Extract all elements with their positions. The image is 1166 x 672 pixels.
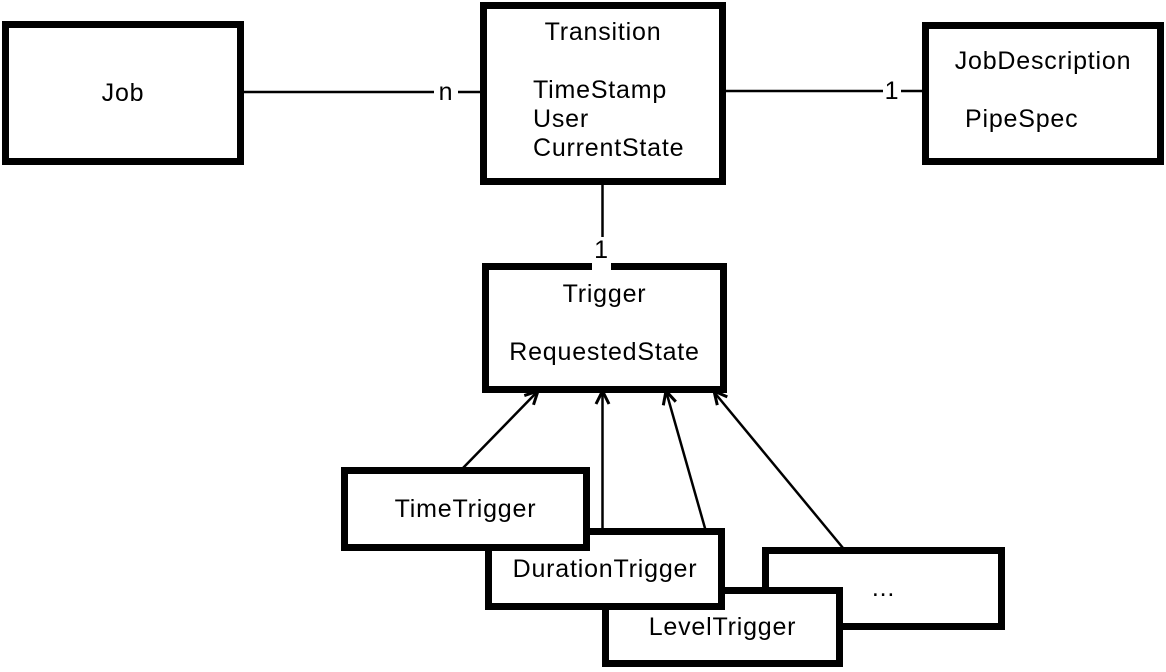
- class-attribute: User: [533, 105, 589, 133]
- title-attribute-separator: [487, 47, 719, 76]
- class-box-job: Job: [2, 21, 244, 165]
- multiplicity-label-1-jobdescription: 1: [883, 77, 901, 105]
- class-title: JobDescription: [954, 47, 1132, 75]
- class-title: Trigger: [562, 280, 647, 308]
- multiplicity-label-1-trigger: 1: [592, 237, 611, 270]
- class-box-transition: Transition TimeStamp User CurrentState: [480, 2, 726, 185]
- class-attribute: CurrentState: [533, 134, 685, 162]
- title-attribute-separator: [929, 76, 1157, 105]
- class-title: LevelTrigger: [648, 612, 797, 641]
- title-attribute-separator: [489, 309, 720, 338]
- class-title: DurationTrigger: [512, 554, 698, 583]
- class-box-timetrigger: TimeTrigger: [341, 467, 590, 551]
- class-attribute: TimeStamp: [533, 76, 668, 104]
- class-attribute: RequestedState: [509, 338, 700, 366]
- edge-othertriggers-trigger: [711, 388, 844, 549]
- class-title: TimeTrigger: [394, 494, 537, 523]
- edge-timetrigger-trigger: [462, 388, 541, 469]
- class-title: Transition: [544, 18, 662, 46]
- class-title: Job: [101, 78, 145, 107]
- class-title: ...: [871, 574, 896, 602]
- multiplicity-label-n: n: [434, 78, 458, 106]
- class-attribute: PipeSpec: [965, 105, 1079, 133]
- class-box-jobdescription: JobDescription PipeSpec: [922, 22, 1164, 165]
- class-box-trigger: Trigger RequestedState: [482, 263, 727, 393]
- edge-durationtrigger-trigger: [594, 387, 611, 529]
